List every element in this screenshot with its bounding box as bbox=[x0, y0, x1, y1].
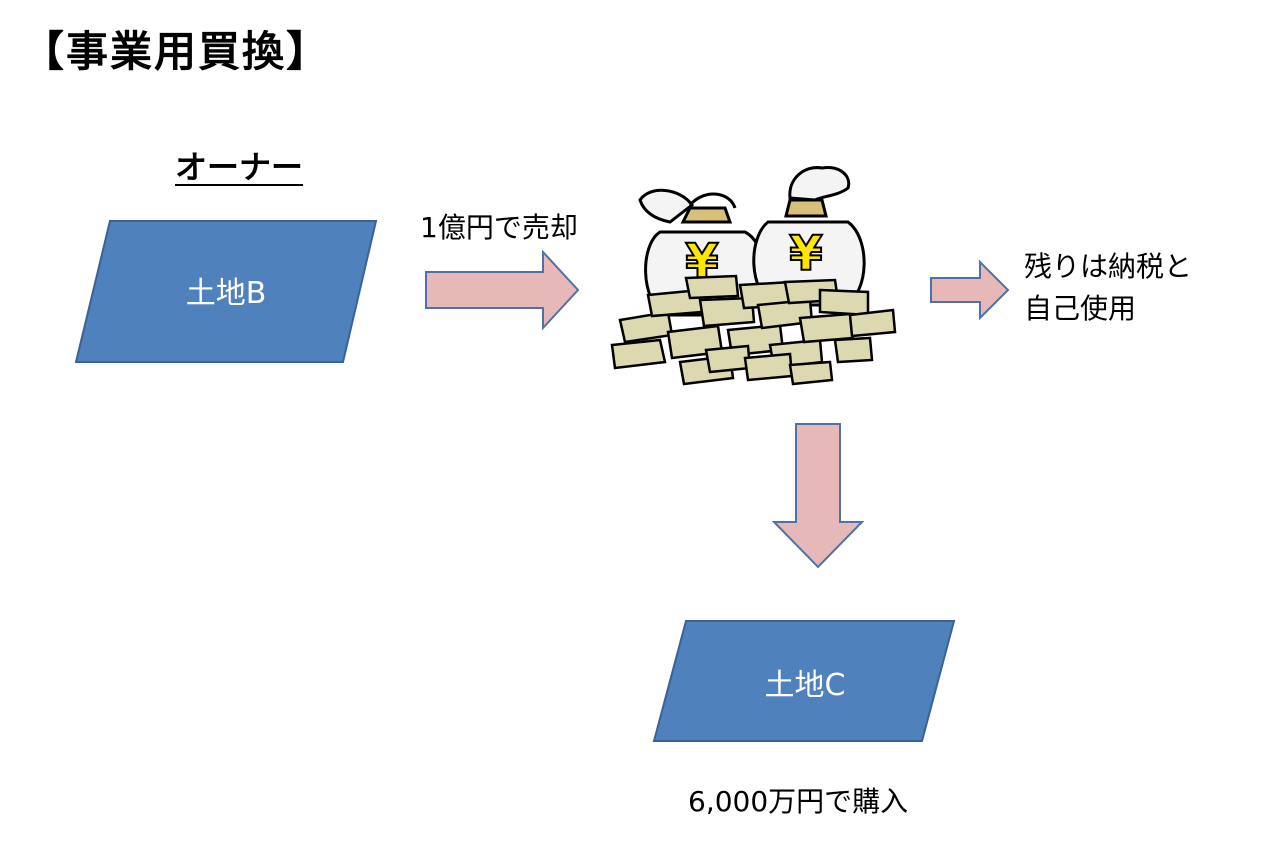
sell-arrow bbox=[425, 249, 580, 331]
money-pile-icon: ¥ ¥ bbox=[610, 165, 897, 386]
land-c-label: 土地C bbox=[765, 668, 846, 703]
yen-mark-right: ¥ bbox=[789, 226, 822, 282]
land-b-shape: 土地B bbox=[74, 220, 378, 363]
purchase-arrow bbox=[771, 423, 865, 569]
owner-label: オーナー bbox=[175, 148, 304, 186]
land-b-parallelogram bbox=[74, 220, 378, 363]
land-c-parallelogram bbox=[652, 620, 956, 742]
buy-label: 6,000万円で購入 bbox=[688, 785, 909, 818]
remain-label: 残りは納税と 自己使用 bbox=[1024, 246, 1192, 330]
remain-arrow bbox=[930, 259, 1010, 321]
land-b-label: 土地B bbox=[186, 276, 267, 311]
sell-label: 1億円で売却 bbox=[420, 211, 578, 244]
page-title: 【事業用買換】 bbox=[22, 27, 331, 76]
banknote-stacks bbox=[610, 274, 897, 386]
land-c-shape: 土地C bbox=[652, 620, 956, 742]
remain-label-line-1: 残りは納税と bbox=[1024, 250, 1193, 283]
remain-label-line-2: 自己使用 bbox=[1024, 292, 1137, 325]
